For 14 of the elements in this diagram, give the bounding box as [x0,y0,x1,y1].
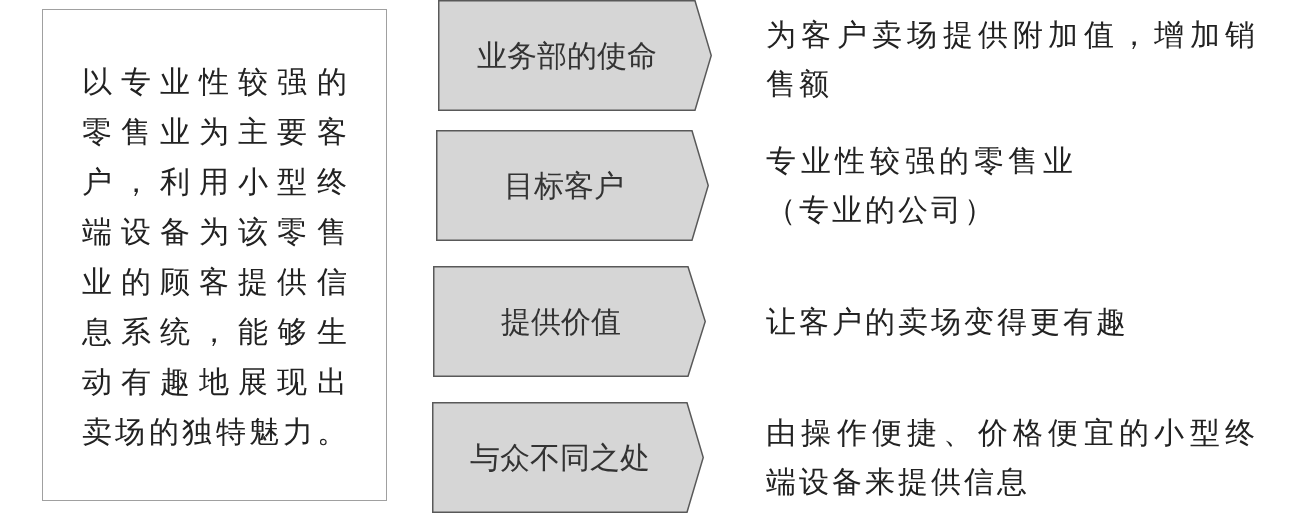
pentagon-label: 与众不同之处 [469,439,650,476]
description-text: 让客户的卖场变得更有趣 [766,303,1130,341]
pentagon-label: 业务部的使命 [476,37,657,74]
outlined-box [42,9,387,501]
pentagon-box [438,0,712,111]
pentagon-label: 目标客户 [504,167,624,204]
pentagon-label: 提供价值 [500,303,621,340]
description-text: 专业性较强的零售业（专业的公司） [766,142,1076,229]
description-text: 为客户卖场提供附加值，增加销售额 [766,16,1258,103]
pentagon-box [436,130,709,241]
pentagon-box [432,402,704,513]
paragraph-text: 以专业性较强的零售业为主要客户，利用小型终端设备为该零售业的顾客提供信息系统，能够生动有趣地展现出卖场的独特魅力。 [81,62,347,451]
description-text: 由操作便捷、价格便宜的小型终端设备来提供信息 [766,414,1258,501]
pentagon-box [433,266,706,377]
